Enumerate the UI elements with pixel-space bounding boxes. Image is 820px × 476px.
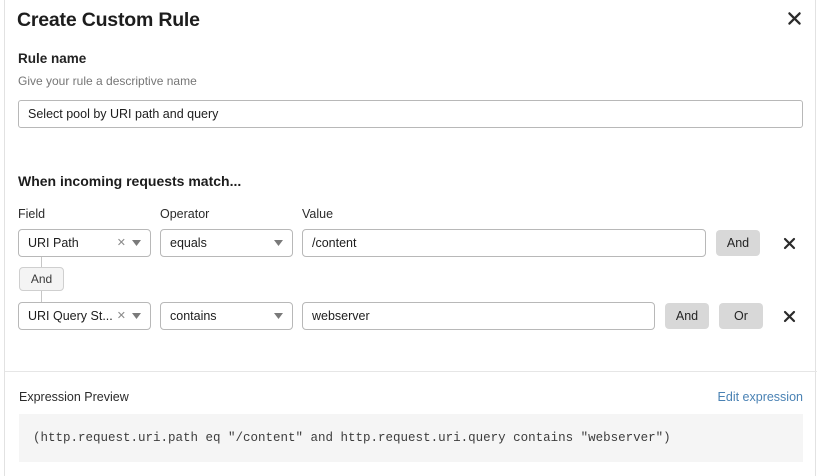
operator-select-2-value: contains [170,309,217,323]
field-select-1[interactable]: URI Path ✕ [18,229,151,257]
field-select-2[interactable]: URI Query St... ✕ [18,302,151,330]
operator-select-1[interactable]: equals [160,229,293,257]
create-custom-rule-dialog: Create Custom Rule Rule name Give your r… [4,0,817,476]
expression-preview-label: Expression Preview [19,390,129,404]
column-header-field: Field [18,207,46,221]
chevron-down-icon[interactable] [130,313,150,319]
delete-condition-1-icon[interactable] [776,229,802,257]
group-connector-line-bottom [41,291,42,302]
match-section-title: When incoming requests match... [18,173,242,189]
close-icon[interactable] [781,5,807,31]
section-divider [5,371,817,372]
rule-name-hint: Give your rule a descriptive name [18,74,197,88]
field-select-2-value: URI Query St... [28,309,113,323]
or-button-2[interactable]: Or [719,303,763,329]
chevron-down-icon[interactable] [272,313,292,319]
column-header-operator: Operator [160,207,210,221]
operator-select-1-value: equals [170,236,207,250]
page-title: Create Custom Rule [17,9,200,31]
rule-name-label: Rule name [18,51,87,66]
column-header-value: Value [302,207,334,221]
group-connector-line-top [41,257,42,267]
and-button-2[interactable]: And [665,303,709,329]
delete-condition-2-icon[interactable] [776,302,802,330]
group-and-chip[interactable]: And [19,267,64,291]
field-select-1-value: URI Path [28,236,79,250]
and-button-1[interactable]: And [716,230,760,256]
chevron-down-icon[interactable] [130,240,150,246]
edit-expression-link[interactable]: Edit expression [717,390,803,404]
clear-x-icon[interactable]: ✕ [116,236,126,249]
value-input-1[interactable] [302,229,706,257]
expression-preview-code: (http.request.uri.path eq "/content" and… [19,414,803,462]
operator-select-2[interactable]: contains [160,302,293,330]
chevron-down-icon[interactable] [272,240,292,246]
clear-x-icon[interactable]: ✕ [116,309,126,322]
rule-name-input[interactable] [18,100,803,128]
value-input-2[interactable] [302,302,655,330]
